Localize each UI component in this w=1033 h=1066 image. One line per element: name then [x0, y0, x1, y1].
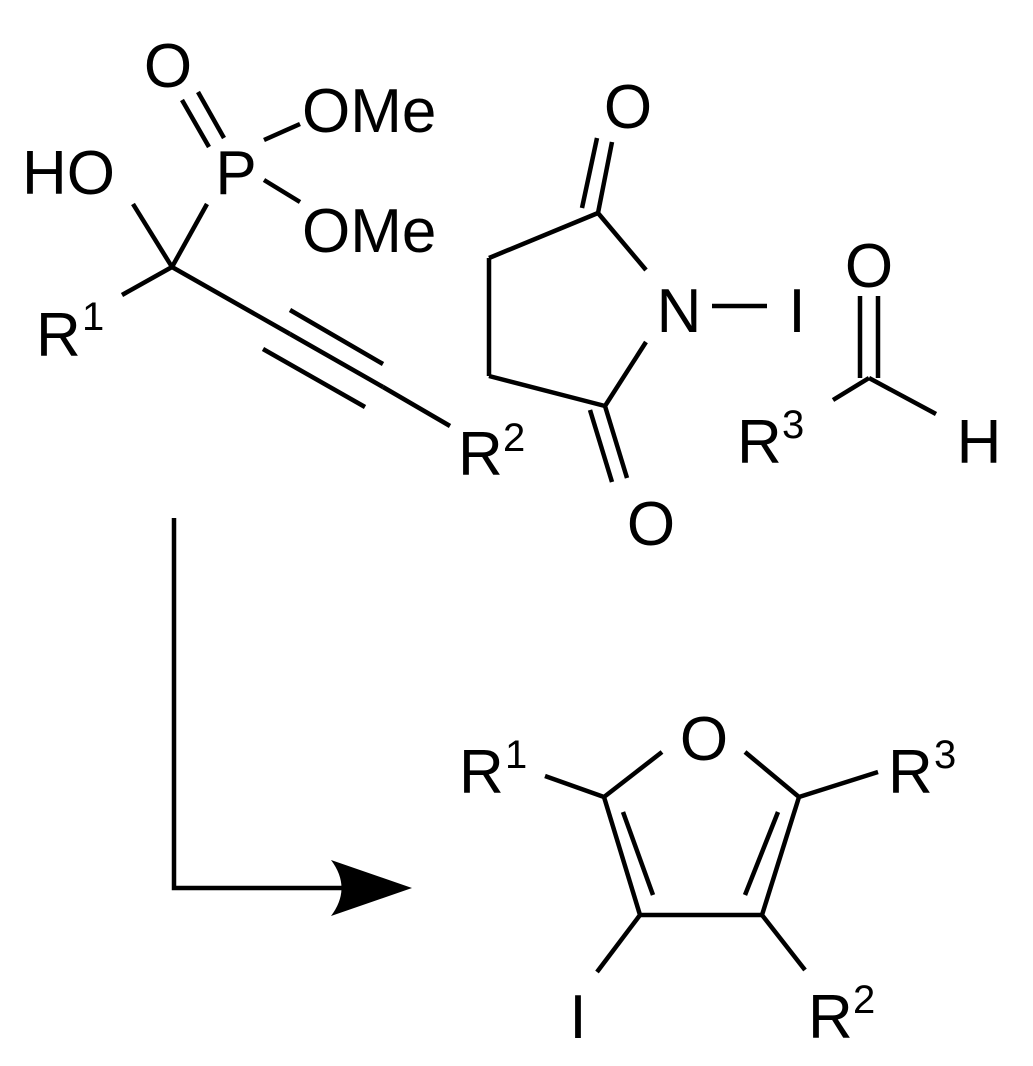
furan-oxygen-label: O — [680, 705, 728, 774]
r1-reactant-label: R — [36, 301, 81, 370]
r1-product-label: R — [459, 738, 504, 807]
bond-o-c2 — [602, 750, 664, 799]
nis-nitrogen-label: N — [657, 277, 702, 346]
bond-aldehyde-c-r3 — [831, 376, 871, 402]
bond-c-oh — [131, 202, 174, 269]
bond-c4-c5-inner — [742, 811, 781, 896]
bond-alkyne-triple-mid — [288, 332, 385, 389]
r1-reactant-index: 1 — [82, 295, 104, 339]
bond-p-o-double-b — [196, 90, 226, 140]
r3-product-index: 3 — [934, 733, 956, 777]
bond-p-o-double-a — [180, 98, 211, 149]
bond-c2-c3-inner — [620, 811, 656, 896]
bond-c-alkyne — [170, 265, 292, 336]
arrow-shaft — [171, 518, 360, 891]
bond-alkyne-r2 — [381, 385, 452, 428]
r1-product-index: 1 — [505, 733, 527, 777]
bond-p-ome-bottom — [262, 178, 302, 204]
bond-alkyne-triple-bottom — [261, 347, 367, 409]
furan-product: O R 1 R 3 I R 2 — [459, 705, 956, 1052]
bond-c4-c5 — [759, 796, 802, 916]
bond-ring-bottom-c-n — [603, 340, 648, 408]
r2-reactant-index: 2 — [503, 416, 525, 460]
nis-iodine-label: I — [788, 277, 805, 346]
phosphonate-reactant: O P OMe OMe HO R 1 R 2 — [22, 32, 525, 489]
methoxy-bottom-label: OMe — [302, 197, 436, 266]
bond-ring-bottom-c-ch2 — [488, 373, 606, 409]
r3-product-label: R — [888, 738, 933, 807]
arrow-head — [331, 860, 412, 916]
bond-co-bottom-b — [587, 409, 615, 483]
aldehyde-hydrogen-label: H — [957, 408, 1002, 477]
r2-product-index: 2 — [853, 978, 875, 1022]
bond-p-ome-top — [263, 121, 301, 143]
hydroxyl-label: HO — [22, 139, 115, 208]
aldehyde-oxo-label: O — [845, 232, 893, 301]
bond-ring-top-c-ch2 — [488, 210, 599, 261]
r3-reactant-index: 3 — [782, 403, 804, 447]
nis-carbonyl-top-label: O — [604, 73, 652, 142]
bond-alkyne-triple-top — [288, 308, 385, 366]
bond-c3-i — [595, 913, 642, 974]
nis-reactant: O N I O — [486, 73, 806, 559]
bond-ring-top-c-n — [596, 211, 648, 272]
bond-c-r1 — [120, 265, 174, 297]
phosphorus-label: P — [215, 139, 256, 208]
aldehyde-reactant: O R 3 H — [737, 232, 1001, 477]
bond-co-top-a — [595, 141, 615, 214]
bond-co-top-b — [579, 137, 600, 209]
bond-p-c — [170, 202, 209, 269]
bond-c2-r1 — [544, 773, 605, 800]
iodine-product-label: I — [569, 983, 586, 1052]
bond-c5-r3 — [798, 769, 879, 800]
bond-o-c5 — [743, 750, 801, 799]
nis-carbonyl-bottom-label: O — [627, 490, 675, 559]
bond-aldehyde-c-h — [867, 376, 938, 416]
bond-c4-r2 — [760, 913, 807, 972]
r2-product-label: R — [808, 983, 853, 1052]
r3-reactant-label: R — [737, 408, 782, 477]
methoxy-top-label: OMe — [302, 77, 436, 146]
phosphonate-oxo-label: O — [144, 32, 192, 101]
bond-c2-c3 — [601, 796, 643, 916]
r2-reactant-label: R — [458, 420, 503, 489]
reaction-arrow — [171, 518, 412, 916]
bond-co-bottom-a — [602, 405, 630, 479]
